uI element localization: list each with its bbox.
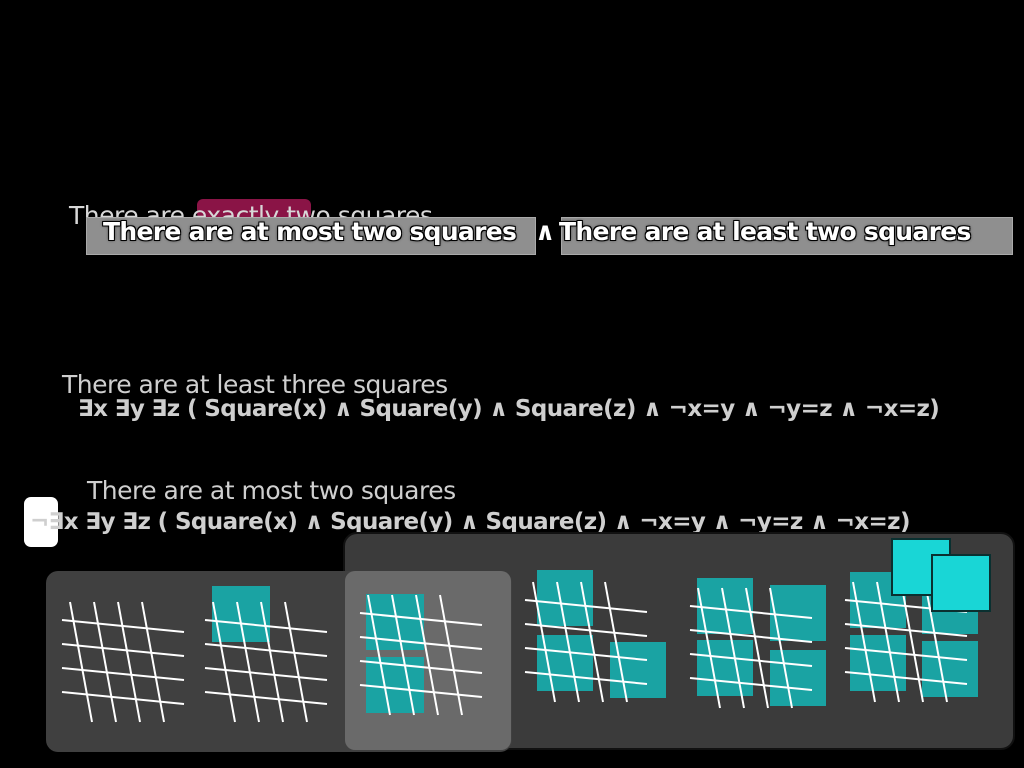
square-block bbox=[697, 640, 753, 696]
grid-line bbox=[844, 671, 968, 685]
magenta-highlight bbox=[197, 199, 311, 219]
grid-line bbox=[61, 691, 185, 705]
grid-line bbox=[689, 605, 813, 619]
grid-line bbox=[93, 601, 117, 723]
world-two-squares bbox=[359, 594, 483, 716]
grid-line bbox=[359, 660, 483, 674]
world-one-square bbox=[204, 586, 328, 723]
grid-line bbox=[524, 623, 648, 637]
square-block bbox=[212, 586, 270, 642]
world-four-squares bbox=[689, 578, 826, 709]
banner-connective: ∧ bbox=[535, 217, 555, 246]
grid-line bbox=[284, 601, 308, 723]
grid-line bbox=[556, 581, 580, 703]
grid-line bbox=[260, 601, 284, 723]
grid-line bbox=[524, 599, 648, 613]
world-three-squares bbox=[524, 570, 666, 703]
grid-line bbox=[439, 594, 463, 716]
highlighted-square-b bbox=[931, 554, 991, 612]
grid-line bbox=[844, 647, 968, 661]
label-at-most-two: There are at most two squares bbox=[87, 476, 456, 505]
banner-right-bar bbox=[561, 217, 1013, 255]
grid-line bbox=[359, 684, 483, 698]
square-block bbox=[850, 635, 906, 691]
grid-line bbox=[524, 671, 648, 685]
grid-line bbox=[61, 667, 185, 681]
grid-line bbox=[69, 601, 93, 723]
grid-line bbox=[745, 587, 769, 709]
square-block bbox=[610, 642, 666, 698]
grid-line bbox=[236, 601, 260, 723]
square-block bbox=[922, 641, 978, 697]
grid-line bbox=[204, 691, 328, 705]
grid-line bbox=[359, 636, 483, 650]
grid-line bbox=[204, 667, 328, 681]
banner-left-text: There are at most two squares bbox=[103, 217, 517, 246]
square-block bbox=[537, 635, 593, 691]
grid-line bbox=[689, 653, 813, 667]
grid-line bbox=[689, 677, 813, 691]
grid-line bbox=[689, 629, 813, 643]
formula-at-least-three: ∃x ∃y ∃z ( Square(x) ∧ Square(y) ∧ Squar… bbox=[78, 396, 940, 422]
grid-line bbox=[524, 647, 648, 661]
grid-line bbox=[117, 601, 141, 723]
grid-line bbox=[141, 601, 165, 723]
grid-line bbox=[876, 581, 900, 703]
grid-line bbox=[61, 643, 185, 657]
grid-line bbox=[580, 581, 604, 703]
grid-line bbox=[359, 612, 483, 626]
grid-line bbox=[721, 587, 745, 709]
square-block bbox=[770, 585, 826, 641]
grid-line bbox=[415, 594, 439, 716]
world-zero-squares bbox=[61, 601, 185, 723]
square-block bbox=[770, 650, 826, 706]
banner-right-text: There are at least two squares bbox=[559, 217, 971, 246]
grid-line bbox=[204, 619, 328, 633]
grid-line bbox=[844, 623, 968, 637]
banner-left-bar bbox=[86, 217, 536, 255]
grid-line bbox=[391, 594, 415, 716]
grid-line bbox=[900, 581, 924, 703]
formula-at-most-two: ¬∃x ∃y ∃z ( Square(x) ∧ Square(y) ∧ Squa… bbox=[30, 509, 910, 535]
negation-highlight-box bbox=[24, 497, 58, 547]
grid-line bbox=[204, 643, 328, 657]
grid-line bbox=[61, 619, 185, 633]
label-at-least-three: There are at least three squares bbox=[62, 370, 448, 399]
